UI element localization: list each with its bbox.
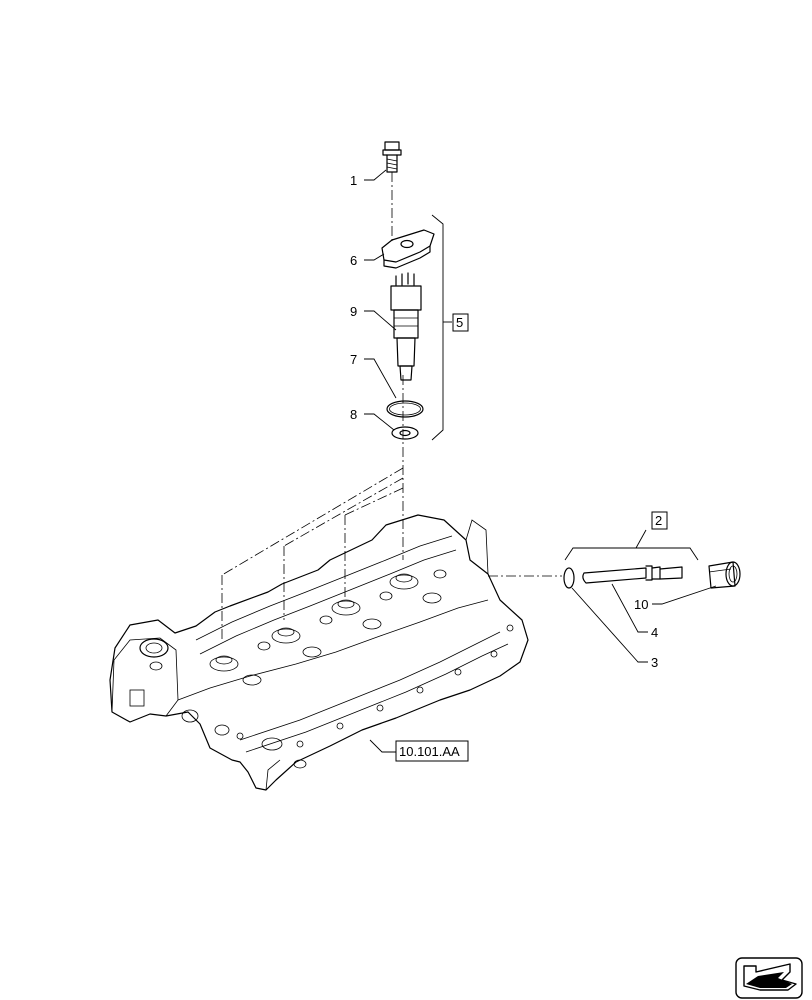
callout-1: 1 xyxy=(350,173,357,188)
screw-part-1 xyxy=(382,141,402,173)
section-reference-link[interactable]: 10.101.AA xyxy=(395,740,469,762)
callout-10: 10 xyxy=(634,597,648,612)
alignment-lines xyxy=(221,172,562,640)
cylinder-head xyxy=(109,514,529,791)
svg-text:10.101.AA: 10.101.AA xyxy=(399,744,460,759)
connector-tube-part-4 xyxy=(582,565,683,584)
kit-bracket-2 xyxy=(564,529,699,561)
o-ring-part-3 xyxy=(563,567,575,589)
callout-7: 7 xyxy=(350,352,357,367)
washer-part-8 xyxy=(391,426,419,440)
nut-part-10 xyxy=(708,561,741,589)
kit-label-2[interactable]: 2 xyxy=(651,511,668,530)
svg-text:2: 2 xyxy=(655,513,662,528)
callout-6: 6 xyxy=(350,253,357,268)
callout-4: 4 xyxy=(651,625,658,640)
injector-part-9 xyxy=(390,272,422,381)
clamp-part-6 xyxy=(381,229,435,269)
callout-9: 9 xyxy=(350,304,357,319)
callout-8: 8 xyxy=(350,407,357,422)
next-page-arrow-icon[interactable] xyxy=(735,957,803,999)
o-ring-part-7 xyxy=(386,400,424,418)
callout-leaders xyxy=(364,169,717,753)
kit-label-5[interactable]: 5 xyxy=(452,313,469,332)
svg-text:5: 5 xyxy=(456,315,463,330)
callout-3: 3 xyxy=(651,655,658,670)
kit-bracket-5 xyxy=(431,214,452,441)
